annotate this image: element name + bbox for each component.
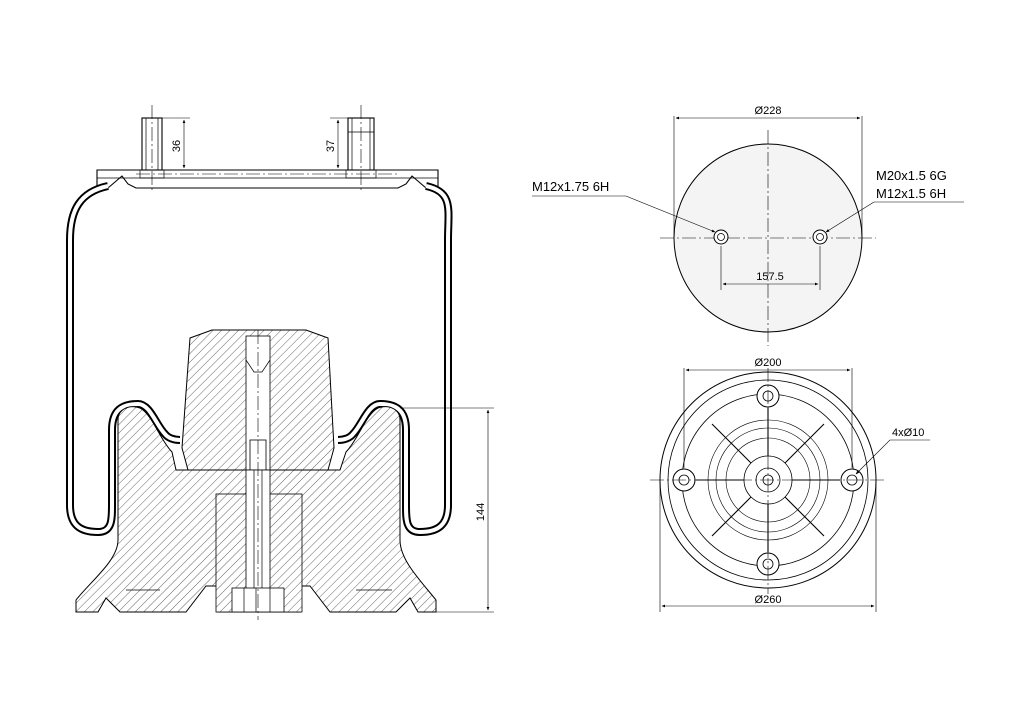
bottom-inner-diameter-label: Ø200 [755,357,782,369]
side-view: 36 37 [66,105,494,620]
stud-right [345,105,377,190]
stud-right-dimension: 37 [325,117,348,171]
bottom-view: Ø200 Ø260 4xØ10 [650,357,930,612]
top-plate [96,169,439,189]
stud-right-dim-label: 37 [325,140,337,152]
holes-label: 4xØ10 [892,427,924,439]
top-diameter-label: Ø228 [755,105,782,117]
spacing-label: 157.5 [756,271,784,283]
height-dim-label: 144 [475,503,487,521]
left-thread-label: M12x1.75 6H [532,179,609,194]
rubber-bellow [66,182,453,536]
right-thread-label-1: M20x1.5 6G [876,168,947,183]
hole-right [812,229,828,245]
height-dimension: 144 [400,407,494,613]
piston-section [75,329,437,620]
stud-left [139,105,165,190]
top-view: Ø228 157.5 M12x1.75 6H M20x1.5 6G M12x1.… [532,105,964,346]
hole-left [713,229,729,245]
stud-left-dimension: 36 [162,117,190,171]
right-thread-label-2: M12x1.5 6H [876,186,946,201]
stud-left-dim-label: 36 [171,140,183,152]
bottom-outer-diameter-label: Ø260 [755,594,782,606]
